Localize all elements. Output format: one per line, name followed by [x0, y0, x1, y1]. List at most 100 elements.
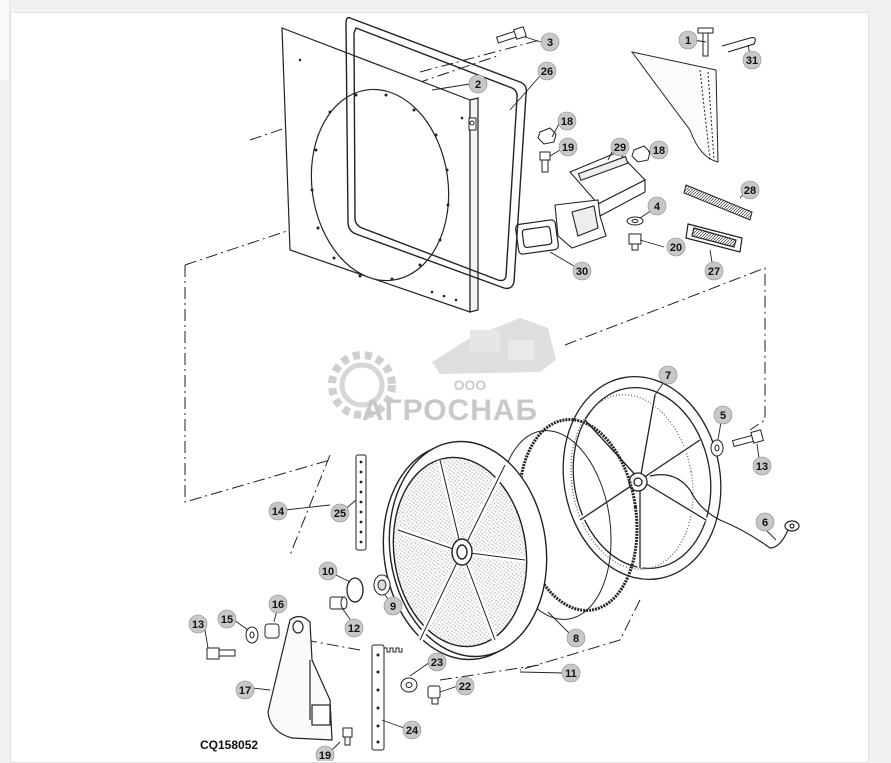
callout-c7: 7 [658, 365, 678, 385]
callout-number: 23 [431, 657, 443, 669]
bushing-9 [373, 574, 391, 596]
callout-c28: 28 [740, 180, 760, 200]
callout-bubble [268, 594, 288, 614]
callout-bubble [235, 680, 255, 700]
callout-bubble [666, 237, 686, 257]
callout-number: 11 [565, 668, 577, 680]
watermark-company-name: АГРОСНАБ [362, 394, 538, 427]
callout-c14: 14 [268, 501, 288, 521]
callout-c13a: 13 [752, 456, 772, 476]
callout-number: 31 [746, 55, 758, 67]
callout-bubble [558, 137, 578, 157]
callout-bubble [566, 628, 586, 648]
callout-c8: 8 [566, 628, 586, 648]
nut-18a [537, 127, 557, 145]
callout-number: 5 [720, 410, 726, 422]
brush-holder-27 [685, 223, 743, 253]
callout-number: 6 [762, 517, 768, 529]
callout-number: 13 [192, 619, 204, 631]
callout-c16: 16 [268, 594, 288, 614]
rotary-screen-11 [382, 440, 548, 661]
callout-bubble [540, 32, 560, 52]
callout-bubble [752, 456, 772, 476]
duct-gasket-30 [515, 219, 559, 255]
callout-number: 9 [390, 601, 396, 613]
callout-number: 15 [221, 614, 233, 626]
callout-bubble [383, 596, 403, 616]
callout-bubble [649, 140, 669, 160]
callout-number: 30 [576, 266, 588, 278]
callout-c26: 26 [537, 61, 557, 81]
washer-5 [710, 439, 724, 457]
callout-c6: 6 [755, 512, 775, 532]
callout-c29: 29 [610, 137, 630, 157]
callout-number: 7 [665, 370, 671, 382]
bolt-13b [206, 647, 236, 660]
callout-number: 20 [670, 242, 682, 254]
callout-bubble [217, 609, 237, 629]
callout-bubble [537, 61, 557, 81]
spring-clip-31 [721, 37, 756, 53]
callout-bubble [402, 720, 422, 740]
shroud-seal-gasket [345, 16, 528, 290]
callout-bubble [188, 614, 208, 634]
support-arm-17 [267, 615, 333, 741]
left-panel-edge [0, 0, 10, 80]
callout-number: 3 [547, 37, 553, 49]
callout-c31: 31 [742, 50, 762, 70]
callout-bubble [658, 365, 678, 385]
callout-number: 24 [406, 725, 419, 737]
callout-c5: 5 [713, 405, 733, 425]
washer-23 [400, 677, 418, 693]
bolt-19b [342, 727, 353, 746]
callout-number: 19 [319, 750, 331, 761]
callout-bubble [318, 561, 338, 581]
callout-number: 8 [573, 633, 579, 645]
figure-reference-code: CQ158052 [200, 738, 259, 752]
callout-number: 28 [744, 185, 756, 197]
callout-c24: 24 [402, 720, 422, 740]
callout-number: 16 [272, 599, 284, 611]
air-duct-29 [554, 151, 646, 249]
washer-4 [626, 216, 644, 226]
callout-number: 27 [708, 266, 720, 278]
callout-bubble [610, 137, 630, 157]
bolt-19a [539, 151, 551, 173]
spacer-12 [329, 596, 348, 610]
callout-bubble [561, 663, 581, 683]
callout-number: 18 [561, 116, 573, 128]
callout-c4: 4 [647, 196, 667, 216]
washer-15 [245, 626, 259, 644]
callout-bubble [557, 111, 577, 131]
callout-c27: 27 [704, 261, 724, 281]
callout-bubble [647, 196, 667, 216]
callout-c25: 25 [330, 503, 350, 523]
callout-number: 12 [348, 623, 360, 635]
snap-ring-10 [346, 577, 364, 603]
nut-18b [631, 145, 651, 163]
callout-number: 4 [654, 201, 661, 213]
callout-bubble [268, 501, 288, 521]
callout-number: 2 [475, 79, 481, 91]
callout-c13b: 13 [188, 614, 208, 634]
watermark-company-prefix: ООО [454, 377, 487, 393]
callout-bubble [704, 261, 724, 281]
gear-icon [328, 351, 396, 419]
callout-c3: 3 [540, 32, 560, 52]
callout-number: 1 [685, 35, 691, 47]
callout-c23: 23 [427, 652, 447, 672]
callout-c22: 22 [455, 676, 475, 696]
callout-bubble [427, 652, 447, 672]
callout-c18a: 18 [557, 111, 577, 131]
callout-bubble [330, 503, 350, 523]
callout-number: 14 [272, 506, 285, 518]
callout-bubble [468, 74, 488, 94]
callout-c19b: 19 [315, 745, 335, 761]
callout-c1: 1 [678, 30, 698, 50]
callout-c12: 12 [344, 618, 364, 638]
callout-c19a: 19 [558, 137, 578, 157]
callout-bubble [315, 745, 335, 761]
shroud-latch [468, 117, 477, 131]
